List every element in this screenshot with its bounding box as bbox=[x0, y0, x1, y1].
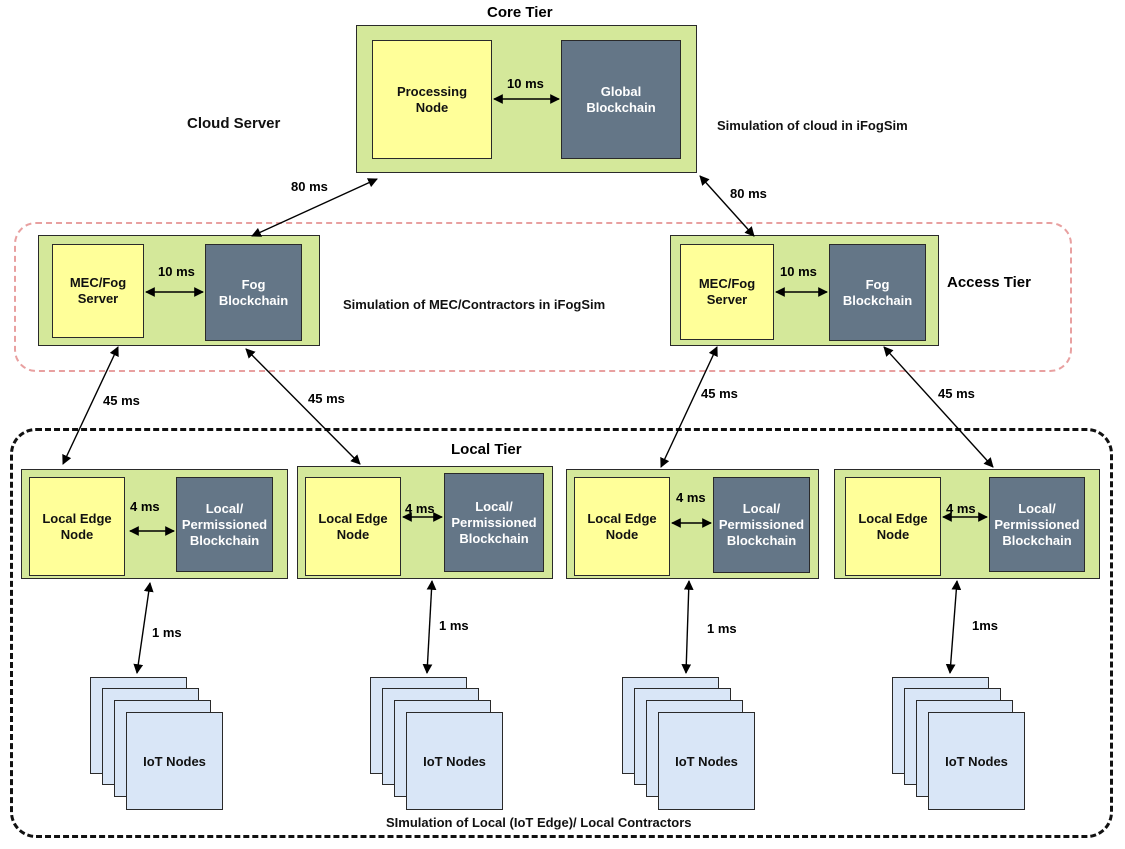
fog-local-latency-4: 45 ms bbox=[938, 386, 975, 401]
iot-nodes-4: IoT Nodes bbox=[928, 712, 1025, 810]
fog-local-latency-3: 45 ms bbox=[701, 386, 738, 401]
local-link-latency-4: 4 ms bbox=[946, 501, 976, 516]
mec-fog-server-2: MEC/Fog Server bbox=[680, 244, 774, 340]
mec-fog-server-1: MEC/Fog Server bbox=[52, 244, 144, 338]
local-blockchain-4: Local/ Permissioned Blockchain bbox=[989, 477, 1085, 572]
local-tier-label: Local Tier bbox=[451, 441, 522, 458]
iot-nodes-2: IoT Nodes bbox=[406, 712, 503, 810]
fog-local-latency-1: 45 ms bbox=[103, 393, 140, 408]
fog-link-latency-2: 10 ms bbox=[780, 264, 817, 279]
access-tier-label: Access Tier bbox=[947, 274, 1031, 291]
local-iot-latency-2: 1 ms bbox=[439, 618, 469, 633]
access-tier-region bbox=[14, 222, 1072, 372]
local-edge-node-1: Local Edge Node bbox=[29, 477, 125, 576]
fog-blockchain-1: Fog Blockchain bbox=[205, 244, 302, 341]
cloud-simulation-caption: Simulation of cloud in iFogSim bbox=[717, 118, 908, 133]
cloud-fog-latency-left: 80 ms bbox=[291, 179, 328, 194]
iot-nodes-1: IoT Nodes bbox=[126, 712, 223, 810]
fog-blockchain-2: Fog Blockchain bbox=[829, 244, 926, 341]
core-link-latency: 10 ms bbox=[507, 76, 544, 91]
local-iot-latency-4: 1ms bbox=[972, 618, 999, 633]
local-blockchain-3: Local/ Permissioned Blockchain bbox=[713, 477, 810, 573]
local-link-latency-1: 4 ms bbox=[130, 499, 160, 514]
core-tier-label: Core Tier bbox=[487, 4, 553, 21]
local-tier-region bbox=[10, 428, 1113, 838]
global-blockchain: Global Blockchain bbox=[561, 40, 681, 159]
local-edge-node-4: Local Edge Node bbox=[845, 477, 941, 576]
cloud-fog-latency-right: 80 ms bbox=[730, 186, 767, 201]
fog-local-latency-2: 45 ms bbox=[308, 391, 345, 406]
fog-link-latency-1: 10 ms bbox=[158, 264, 195, 279]
local-edge-node-2: Local Edge Node bbox=[305, 477, 401, 576]
local-link-latency-3: 4 ms bbox=[676, 490, 706, 505]
local-blockchain-2: Local/ Permissioned Blockchain bbox=[444, 473, 544, 572]
local-link-latency-2: 4 ms bbox=[405, 501, 435, 516]
processing-node: Processing Node bbox=[372, 40, 492, 159]
mec-simulation-caption: Simulation of MEC/Contractors in iFogSim bbox=[343, 297, 606, 312]
local-iot-latency-3: 1 ms bbox=[707, 621, 737, 636]
iot-nodes-3: IoT Nodes bbox=[658, 712, 755, 810]
local-blockchain-1: Local/ Permissioned Blockchain bbox=[176, 477, 273, 572]
local-simulation-caption: SImulation of Local (IoT Edge)/ Local Co… bbox=[386, 815, 692, 830]
local-edge-node-3: Local Edge Node bbox=[574, 477, 670, 576]
local-iot-latency-1: 1 ms bbox=[152, 625, 182, 640]
cloud-server-label: Cloud Server bbox=[187, 115, 281, 132]
